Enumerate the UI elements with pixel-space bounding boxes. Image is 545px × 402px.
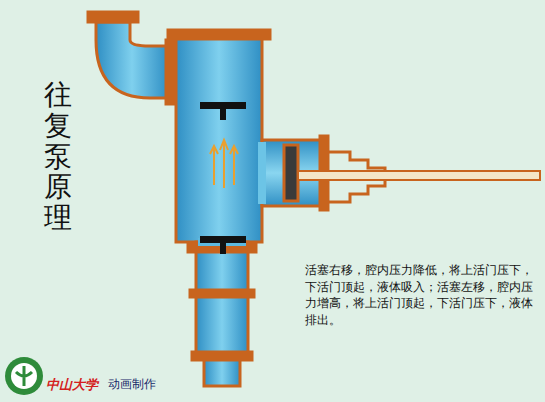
university-name: 中山大学	[46, 377, 104, 393]
credit-note: 动画制作	[108, 377, 168, 391]
description-note: 活塞右移，腔内压力降低，将上活门压下，下活门顶起，液体吸入；活塞左移，腔内压力增…	[305, 262, 541, 328]
title: 往复泵原理	[44, 80, 72, 234]
